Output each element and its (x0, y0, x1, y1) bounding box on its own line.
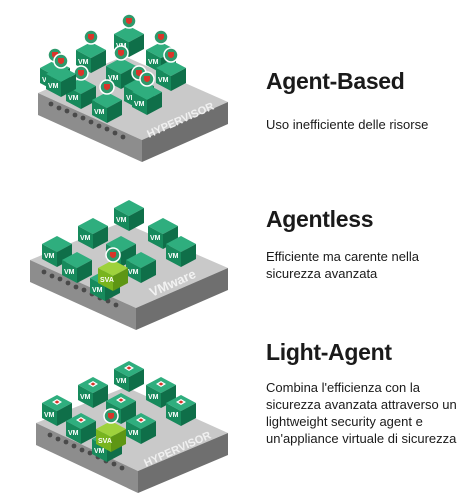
vm-label: VM (148, 59, 159, 66)
light-agent-marker-icon (156, 381, 166, 387)
vm-label: VM (64, 269, 75, 276)
shield-agent-icon (105, 247, 121, 263)
shield-agent-icon (163, 47, 179, 63)
vm-block: VM (114, 200, 144, 231)
section-agentless: VMware VMVMVMVMVMVMVMVMVMSVA Agentless E… (0, 172, 471, 332)
vm-block: VM (66, 413, 96, 444)
sva-block: SVA (98, 247, 128, 291)
vm-block: VM (92, 79, 122, 123)
vm-block: VM (156, 47, 186, 91)
light-agent-marker-icon (176, 399, 186, 405)
section-title: Agentless (266, 206, 374, 232)
shield-agent-icon (153, 29, 169, 45)
vm-block: VM (62, 252, 92, 283)
section-description: Efficiente ma carente nella sicurezza av… (266, 249, 419, 281)
light-agent-marker-icon (124, 365, 134, 371)
shield-agent-icon (113, 45, 129, 61)
vm-label: VM (168, 412, 179, 419)
light-agent-marker-icon (136, 417, 146, 423)
vm-label: VM (148, 394, 159, 401)
light-agent-marker-icon (52, 399, 62, 405)
vm-label: VM (116, 378, 127, 385)
vm-block: VM (126, 413, 156, 444)
shield-agent-icon (99, 79, 115, 95)
vm-block: VM (78, 377, 108, 408)
sva-label: SVA (98, 438, 112, 445)
light-agent-marker-icon (88, 381, 98, 387)
vm-label: VM (44, 253, 55, 260)
shield-agent-icon (83, 29, 99, 45)
vm-label: VM (126, 95, 137, 102)
vm-label: VM (44, 412, 55, 419)
vm-block: VM (114, 361, 144, 392)
section-title: Agent-Based (266, 68, 405, 94)
vm-label: VM (158, 77, 169, 84)
vm-label: VM (134, 101, 145, 108)
agent-based-illustration: HYPERVISOR VMVMVMVMVMVMVMVMVMVMVM (38, 13, 228, 162)
vm-label: VM (94, 109, 105, 116)
section-title: Light-Agent (266, 339, 392, 365)
vm-block: VM (166, 395, 196, 426)
vm-label: VM (48, 83, 59, 90)
vm-label: VM (116, 217, 127, 224)
shield-agent-icon (73, 65, 89, 81)
vm-label: VM (80, 394, 91, 401)
light-agent-marker-icon (76, 417, 86, 423)
vm-block: VM (148, 218, 178, 249)
vm-label: VM (80, 235, 91, 242)
vm-label: VM (128, 430, 139, 437)
agentless-illustration: VMware VMVMVMVMVMVMVMVMVMSVA (30, 200, 228, 330)
vm-block: VM (42, 236, 72, 267)
vm-block: VM (146, 377, 176, 408)
vm-block: VM (78, 218, 108, 249)
vm-group: VMVMVMVMVMVMVMVMVMSVA (42, 200, 196, 301)
vm-label: VM (168, 253, 179, 260)
light-agent-illustration: HYPERVISOR VMVMVMVMVMVMVMVMVMSVA (36, 361, 228, 493)
section-description: Combina l'efficienza con la sicurezza av… (266, 380, 457, 446)
vm-block: VM (46, 53, 76, 97)
vm-block: VM (42, 395, 72, 426)
sva-block: SVA (96, 408, 126, 452)
vm-group: VMVMVMVMVMVMVMVMVMVMVM (40, 13, 186, 123)
vm-label: VM (78, 59, 89, 66)
vm-label: VM (108, 75, 119, 82)
vm-group: VMVMVMVMVMVMVMVMVMSVA (42, 361, 196, 462)
section-light-agent: HYPERVISOR VMVMVMVMVMVMVMVMVMSVA Light-A… (0, 335, 471, 500)
vm-block: VM (132, 71, 162, 115)
sva-label: SVA (100, 277, 114, 284)
light-agent-marker-icon (116, 397, 126, 403)
shield-agent-icon (103, 408, 119, 424)
vm-label: VM (68, 430, 79, 437)
shield-agent-icon (121, 13, 137, 29)
vm-block: VM (76, 29, 106, 73)
section-description: Uso inefficiente delle risorse (266, 117, 429, 132)
vm-label: VM (68, 95, 79, 102)
section-agent-based: HYPERVISOR VMVMVMVMVMVMVMVMVMVMVM Agent-… (0, 0, 471, 165)
vm-label: VM (92, 287, 103, 294)
vm-block: VM (126, 252, 156, 283)
shield-agent-icon (53, 53, 69, 69)
vm-block: VM (166, 236, 196, 267)
vm-label: VM (94, 448, 105, 455)
vm-label: VM (150, 235, 161, 242)
shield-agent-icon (139, 71, 155, 87)
vm-label: VM (128, 269, 139, 276)
